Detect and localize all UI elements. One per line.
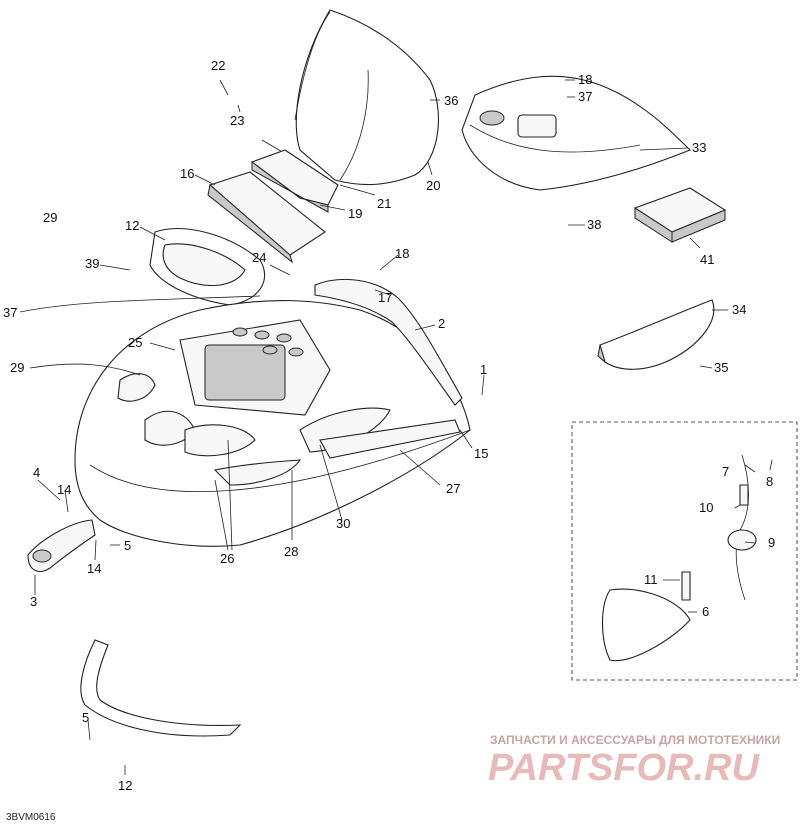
callout-35: 35 <box>714 360 728 375</box>
callout-17: 17 <box>378 290 392 305</box>
watermark-brand: PARTSFOR.RU <box>488 747 760 789</box>
callout-36: 36 <box>444 93 458 108</box>
callout-12-top: 12 <box>125 218 139 233</box>
callout-38: 38 <box>587 217 601 232</box>
watermark: ЗАПЧАСТИ И АКСЕССУАРЫ ДЛЯ МОТОТЕХНИКИ PA… <box>488 733 780 789</box>
callout-1: 1 <box>480 362 487 377</box>
detail-inset <box>571 421 798 681</box>
side-trim <box>314 278 463 406</box>
watermark-tagline: ЗАПЧАСТИ И АКСЕССУАРЫ ДЛЯ МОТОТЕХНИКИ <box>490 733 780 747</box>
callout-7: 7 <box>722 464 729 479</box>
gauge-housing <box>250 149 339 213</box>
callout-37-left: 37 <box>3 305 17 320</box>
callout-19: 19 <box>348 206 362 221</box>
callout-16: 16 <box>180 166 194 181</box>
callout-28: 28 <box>284 544 298 559</box>
callout-26: 26 <box>220 551 234 566</box>
callout-12-bottom: 12 <box>118 778 132 793</box>
callout-6: 6 <box>702 604 709 619</box>
callout-29-left: 29 <box>10 360 24 375</box>
front-trim <box>319 419 461 459</box>
callout-20: 20 <box>426 178 440 193</box>
glovebox-lid <box>149 228 266 306</box>
hood <box>74 299 471 547</box>
leader-lines <box>19 79 773 775</box>
bracket <box>27 519 96 572</box>
callout-3: 3 <box>30 594 37 609</box>
callout-labels: 22 23 36 18 37 33 38 41 20 21 19 16 29 1… <box>3 58 775 793</box>
callout-30: 30 <box>336 516 350 531</box>
callout-10: 10 <box>699 500 713 515</box>
console <box>207 171 326 264</box>
callout-5-mid: 5 <box>124 538 131 553</box>
callout-23: 23 <box>230 113 244 128</box>
diagram-code: 3BVM0616 <box>6 812 56 823</box>
callout-39: 39 <box>85 256 99 271</box>
callout-25: 25 <box>128 335 142 350</box>
callout-14-top: 14 <box>57 482 71 497</box>
callout-11: 11 <box>644 572 658 587</box>
callout-27: 27 <box>446 481 460 496</box>
callout-15: 15 <box>474 446 488 461</box>
callout-2: 2 <box>438 316 445 331</box>
callout-18-top: 18 <box>578 72 592 87</box>
rear-panel <box>461 75 691 191</box>
callout-34: 34 <box>732 302 746 317</box>
callout-41: 41 <box>700 252 714 267</box>
bumper-rail <box>80 639 242 737</box>
callout-4: 4 <box>33 465 40 480</box>
callout-33: 33 <box>692 140 706 155</box>
callout-9: 9 <box>768 535 775 550</box>
callout-18-mid: 18 <box>395 246 409 261</box>
callout-8: 8 <box>766 474 773 489</box>
callout-29-top: 29 <box>43 210 57 225</box>
callout-24: 24 <box>252 250 266 265</box>
callout-5-bottom: 5 <box>82 710 89 725</box>
rear-handle <box>597 299 715 370</box>
pad <box>633 187 727 243</box>
callout-14-bottom: 14 <box>87 561 101 576</box>
callout-22: 22 <box>211 58 225 73</box>
windshield <box>261 9 439 186</box>
callout-21: 21 <box>377 196 391 211</box>
callout-37-top: 37 <box>578 89 592 104</box>
